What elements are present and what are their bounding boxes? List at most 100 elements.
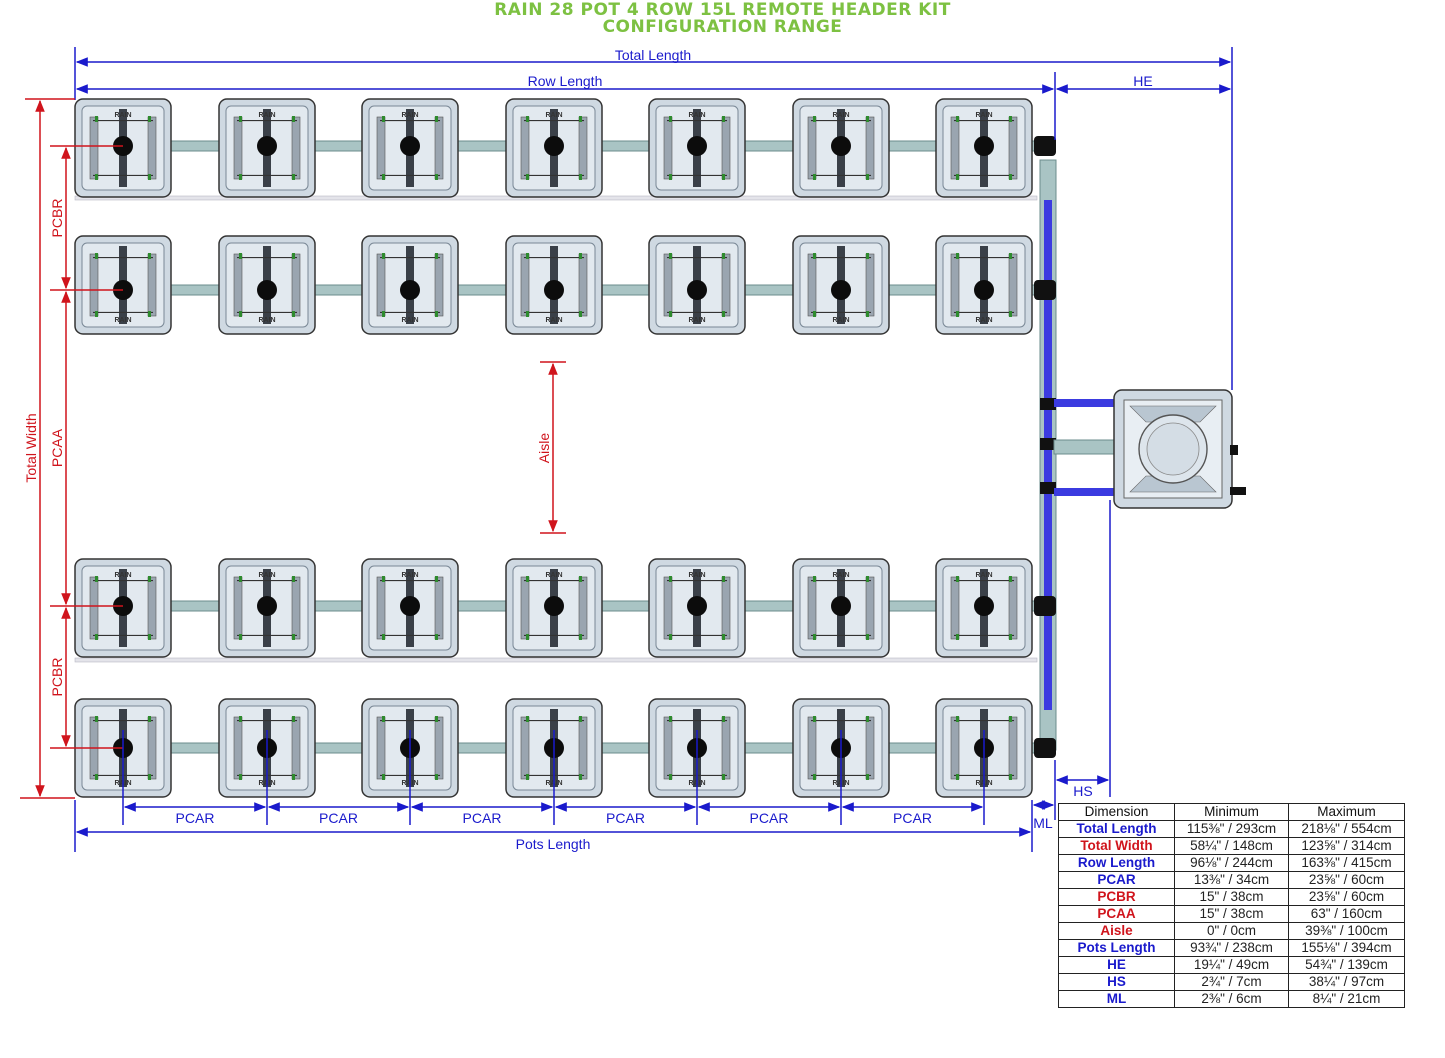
- pot: RAIN: [792, 558, 890, 658]
- drain-hole: [400, 280, 420, 300]
- drain-hole: [831, 136, 851, 156]
- elbow-fitting: [1034, 136, 1056, 156]
- drain-hole: [687, 136, 707, 156]
- pot-brand-label: RAIN: [832, 572, 849, 579]
- table-header-row: Dimension Minimum Maximum: [1058, 803, 1405, 821]
- drain-hole: [400, 596, 420, 616]
- pot: RAIN: [505, 98, 603, 198]
- header-minimum: Minimum: [1174, 803, 1289, 821]
- elbow-fitting: [1034, 596, 1056, 616]
- row-max: 23⅝" / 60cm: [1288, 871, 1405, 889]
- drain-hole: [687, 596, 707, 616]
- row-name: Total Length: [1058, 820, 1175, 838]
- drain-hole: [831, 280, 851, 300]
- total-length-dimension: Total Length: [74, 47, 1233, 390]
- row-name: PCAA: [1058, 905, 1175, 923]
- header-maximum: Maximum: [1288, 803, 1405, 821]
- pot: RAIN: [361, 235, 459, 335]
- row-length-dimension: Row Length: [75, 72, 1056, 140]
- pot: RAIN: [935, 98, 1033, 198]
- row-name: HE: [1058, 956, 1175, 974]
- row-min: 13⅜" / 34cm: [1174, 871, 1289, 889]
- pot: RAIN: [74, 558, 172, 658]
- row-name: ML: [1058, 990, 1175, 1008]
- elbow-fitting: [1034, 280, 1056, 300]
- drain-hole: [831, 596, 851, 616]
- tee-fitting: [1040, 398, 1056, 410]
- elbow-fitting: [1034, 738, 1056, 758]
- aisle-label: Aisle: [536, 433, 552, 464]
- pipes-layer: [74, 136, 1115, 758]
- ml-dimension: ML: [1032, 760, 1056, 831]
- row-max: 163⅜" / 415cm: [1288, 854, 1405, 872]
- row-max: 23⅝" / 60cm: [1288, 888, 1405, 906]
- pot-brand-label: RAIN: [688, 572, 705, 579]
- drain-hole: [400, 136, 420, 156]
- pots-layer: RAIN RAIN RAIN RAIN RAIN RAIN RAIN RAIN RAIN RAIN…: [74, 98, 1033, 798]
- pot-brand-label: RAIN: [545, 317, 562, 324]
- row-max: 38¼" / 97cm: [1288, 973, 1405, 991]
- row-name: Total Width: [1058, 837, 1175, 855]
- row-min: 19¼" / 49cm: [1174, 956, 1289, 974]
- pcbr-bottom-dimension: PCBR: [49, 605, 123, 749]
- drain-hole: [974, 136, 994, 156]
- pot-brand-label: RAIN: [258, 572, 275, 579]
- row-name: Aisle: [1058, 922, 1175, 940]
- pot: RAIN: [792, 235, 890, 335]
- pot-brand-label: RAIN: [258, 317, 275, 324]
- he-dimension: HE: [1055, 73, 1232, 94]
- pcar-label: PCAR: [463, 810, 502, 826]
- pot-brand-label: RAIN: [114, 572, 131, 579]
- total-width-label: Total Width: [23, 413, 39, 482]
- pot: RAIN: [218, 558, 316, 658]
- title-line-2: CONFIGURATION RANGE: [602, 17, 843, 37]
- pot-brand-label: RAIN: [545, 572, 562, 579]
- pot-brand-label: RAIN: [832, 112, 849, 119]
- pcar-label: PCAR: [893, 810, 932, 826]
- pot-brand-label: RAIN: [114, 112, 131, 119]
- pot-brand-label: RAIN: [688, 112, 705, 119]
- pot: RAIN: [218, 235, 316, 335]
- row-min: 93¾" / 238cm: [1174, 939, 1289, 957]
- pot: RAIN: [792, 98, 890, 198]
- pcbr-top-dimension: PCBR: [49, 145, 123, 291]
- row-length-label: Row Length: [528, 73, 603, 89]
- drain-hole: [257, 136, 277, 156]
- pot: RAIN: [648, 558, 746, 658]
- title-line-1: RAIN 28 POT 4 ROW 15L REMOTE HEADER KIT: [494, 0, 951, 20]
- row-min: 2¾" / 7cm: [1174, 973, 1289, 991]
- row-min: 15" / 38cm: [1174, 888, 1289, 906]
- pot: RAIN: [505, 235, 603, 335]
- row-min: 15" / 38cm: [1174, 905, 1289, 923]
- pots-length-dimension: Pots Length: [74, 800, 1033, 852]
- row-name: PCBR: [1058, 888, 1175, 906]
- pot-brand-label: RAIN: [975, 317, 992, 324]
- pot: RAIN: [74, 98, 172, 198]
- drain-hole: [544, 280, 564, 300]
- total-length-label: Total Length: [615, 47, 691, 63]
- row-name: PCAR: [1058, 871, 1175, 889]
- remote-header-reservoir: [1113, 389, 1246, 509]
- row-max: 63" / 160cm: [1288, 905, 1405, 923]
- row-max: 218⅛" / 554cm: [1288, 820, 1405, 838]
- drain-hole: [974, 280, 994, 300]
- row-min: 58¼" / 148cm: [1174, 837, 1289, 855]
- row-min: 2⅜" / 6cm: [1174, 990, 1289, 1008]
- pots-length-label: Pots Length: [516, 836, 591, 852]
- pot-brand-label: RAIN: [401, 317, 418, 324]
- row-name: Row Length: [1058, 854, 1175, 872]
- pcar-label: PCAR: [176, 810, 215, 826]
- drain-hole: [544, 136, 564, 156]
- feed-line: [1054, 488, 1114, 496]
- pot-brand-label: RAIN: [401, 572, 418, 579]
- pcaa-dimension: PCAA: [49, 290, 71, 606]
- tee-fitting: [1040, 482, 1056, 494]
- pcaa-label: PCAA: [49, 428, 65, 467]
- pcar-label: PCAR: [750, 810, 789, 826]
- row-max: 39⅜" / 100cm: [1288, 922, 1405, 940]
- drain-fitting: [1230, 487, 1246, 495]
